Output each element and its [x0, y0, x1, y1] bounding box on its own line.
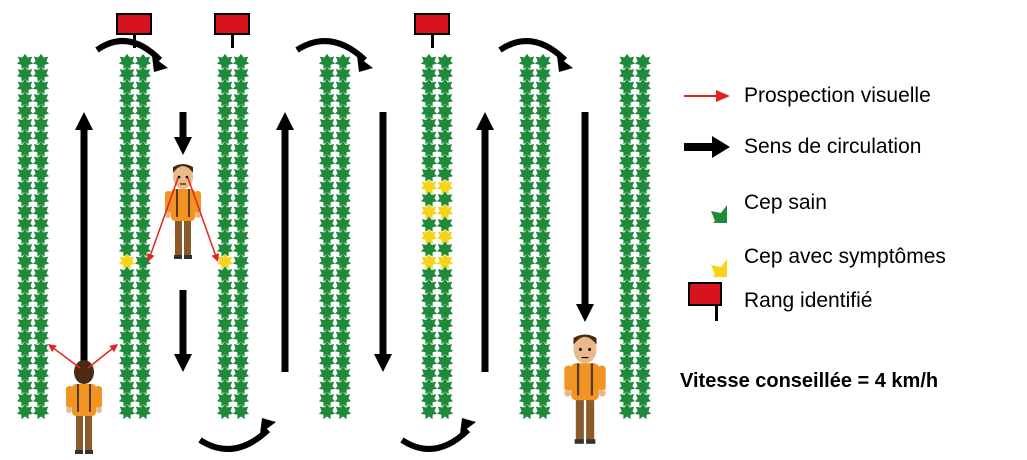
- circulation-arrow: [75, 112, 93, 370]
- healthy-vine-icon: [334, 403, 352, 420]
- turn-arrow: [95, 38, 168, 72]
- healthy-vine-icon: [232, 403, 250, 420]
- legend-item-row: Rang identifié: [682, 281, 872, 321]
- legend-label: Prospection visuelle: [744, 84, 931, 107]
- legend-label: Rang identifié: [744, 289, 873, 312]
- turn-arrow: [295, 38, 373, 72]
- healthy-vine-icon: [16, 403, 34, 420]
- legend-item-symptoms: Cep avec symptômes: [682, 237, 946, 277]
- turn-arrow: [198, 418, 276, 452]
- vine-row: [618, 53, 652, 420]
- vine-row: [216, 53, 250, 420]
- legend-label: Cep avec symptômes: [744, 245, 946, 268]
- healthy-vine-icon: [436, 403, 454, 420]
- healthy-vine-icon: [682, 183, 732, 223]
- circulation-arrow: [174, 290, 192, 372]
- healthy-vine-icon: [618, 403, 636, 420]
- legend-item-healthy: Cep sain: [682, 183, 827, 223]
- red-sign-icon: [682, 281, 732, 321]
- healthy-vine-icon: [318, 403, 336, 420]
- visual-prospection-arrow: [87, 344, 118, 369]
- circulation-arrow: [174, 112, 192, 155]
- vine-row: [118, 53, 152, 420]
- vine-row: [318, 53, 352, 420]
- person: [66, 360, 102, 454]
- red-sign-icon: [414, 13, 450, 48]
- legend-label: Cep sain: [744, 191, 827, 214]
- red-sign-icon: [214, 13, 250, 48]
- healthy-vine-icon: [534, 403, 552, 420]
- vine-row: [420, 53, 454, 420]
- healthy-vine-icon: [518, 403, 536, 420]
- legend-item-circulation: Sens de circulation: [682, 127, 921, 167]
- visual-prospection-arrows: [48, 177, 220, 369]
- legend-label: Sens de circulation: [744, 135, 922, 158]
- visual-prospection-arrow: [146, 177, 179, 262]
- healthy-vine-icon: [216, 403, 234, 420]
- recommended-speed: Vitesse conseillée = 4 km/h: [680, 370, 939, 392]
- vine-row: [518, 53, 552, 420]
- red-arrow-icon: [682, 76, 732, 116]
- visual-prospection-arrow: [187, 177, 220, 262]
- circulation-arrow: [276, 112, 294, 372]
- vine-row: [16, 53, 50, 420]
- person: [165, 164, 201, 259]
- healthy-vine-icon: [420, 403, 438, 420]
- red-sign-icon: [116, 13, 152, 48]
- visual-prospection-arrow: [48, 344, 81, 369]
- healthy-vine-icon: [32, 403, 50, 420]
- person: [564, 334, 606, 444]
- vine-rows: [16, 53, 652, 420]
- legend-item-visual: Prospection visuelle: [682, 76, 931, 116]
- circulation-arrows: [75, 38, 594, 452]
- symptom-vine-icon: [682, 237, 732, 277]
- black-arrow-icon: [682, 127, 732, 167]
- turn-arrow: [400, 418, 476, 452]
- circulation-arrow: [476, 112, 494, 372]
- turn-arrow: [498, 38, 573, 72]
- row-signs: [116, 13, 450, 48]
- healthy-vine-icon: [134, 403, 152, 420]
- people: [66, 164, 606, 454]
- healthy-vine-icon: [118, 403, 136, 420]
- circulation-arrow: [374, 112, 392, 372]
- circulation-arrow: [576, 112, 594, 322]
- healthy-vine-icon: [634, 403, 652, 420]
